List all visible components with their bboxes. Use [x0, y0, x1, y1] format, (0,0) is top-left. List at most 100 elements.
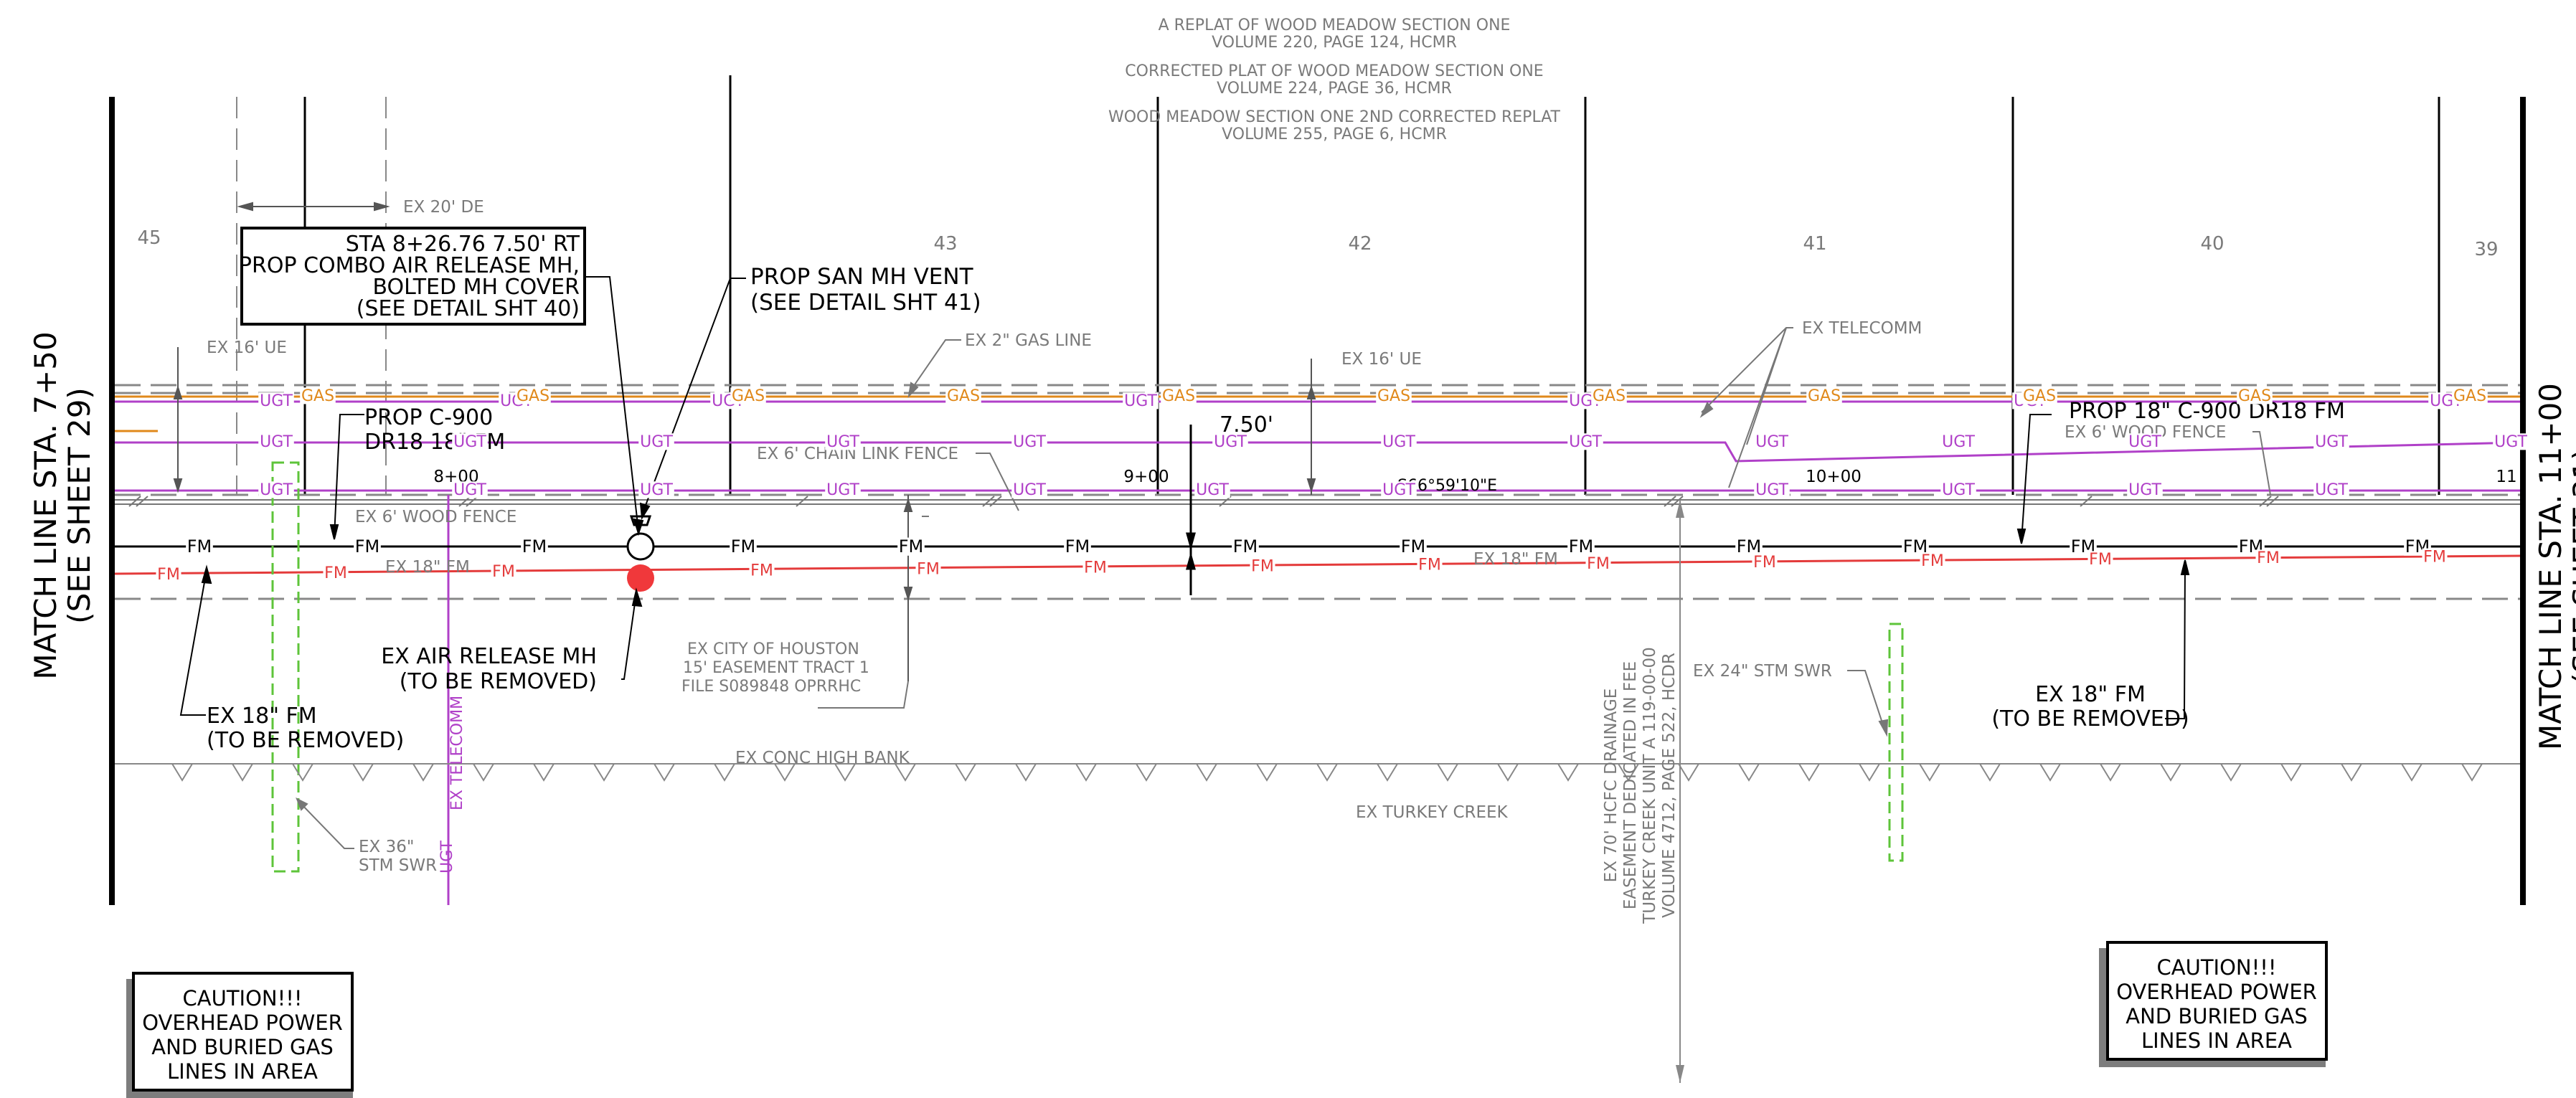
- line-tag: GAS: [301, 387, 334, 405]
- ex-18-fm-label-1: EX 18" FM: [385, 558, 470, 577]
- line-tag: FM: [731, 536, 756, 557]
- line-tag: UGT: [640, 433, 673, 451]
- line-tag: FM: [2423, 548, 2446, 566]
- line-tag-knockout: [2255, 549, 2281, 567]
- line-tag: UGT: [826, 433, 859, 451]
- line-tag: UGT: [2315, 433, 2348, 451]
- plat-note-2-line-2: VOLUME 224, PAGE 36, HCMR: [1217, 80, 1452, 98]
- line-tag-knockout: [825, 481, 861, 498]
- line-tag: FM: [1251, 558, 1274, 576]
- line-tag-knockout: [2237, 387, 2273, 404]
- line-tag: UGT: [2494, 433, 2527, 451]
- line-tag-knockout: [1011, 481, 1047, 498]
- line-tag-knockout: [1194, 481, 1230, 498]
- line-tag-knockout: [1381, 481, 1417, 498]
- gray-leaders: [296, 327, 2271, 849]
- bank-tick: [2160, 763, 2181, 782]
- line-tag-knockout: [300, 387, 336, 404]
- line-tag-knockout: [2127, 481, 2163, 498]
- line-tag-knockout: [1212, 433, 1248, 450]
- caution-frame: [2106, 941, 2328, 1061]
- fence-line: [115, 499, 2520, 505]
- storm-sewers: [271, 461, 1904, 873]
- ex-air-release-line-1: EX AIR RELEASE MH: [381, 644, 597, 669]
- line-tag-knockout: [749, 562, 775, 579]
- ex-16-ue-left-label: EX 16' UE: [207, 339, 287, 357]
- ex-air-release-line-2: (TO BE REMOVED): [400, 669, 597, 694]
- line-tag: UGT: [453, 481, 486, 499]
- ex-fm-left-line-2: (TO BE REMOVED): [207, 728, 404, 753]
- line-tag: FM: [1753, 554, 1776, 572]
- ex-20-de-arrow: [237, 202, 390, 212]
- line-tag-knockout: [638, 433, 674, 450]
- bank-tick: [1798, 763, 1820, 782]
- line-tag: UGT: [826, 481, 859, 499]
- dimension-arrows: [173, 347, 1316, 681]
- lot-number: 42: [1348, 233, 1372, 255]
- line-tag: UGT: [1124, 392, 1157, 410]
- caution-box-left: CAUTION!!! OVERHEAD POWER AND BURIED GAS…: [126, 972, 354, 1098]
- city-easement-line-2: 15' EASEMENT TRACT 1: [683, 659, 869, 677]
- match-left-line-1: MATCH LINE STA. 7+50: [28, 331, 63, 679]
- caution-line-3: AND BURIED GAS: [2126, 1004, 2308, 1028]
- bank-tick: [774, 763, 796, 782]
- line-tag: FM: [2257, 549, 2280, 567]
- line-tag-knockout: [1417, 557, 1443, 574]
- line-tag-knockout: [897, 537, 925, 556]
- bank-tick: [2341, 763, 2362, 782]
- ex-36-stm-label-2: STM SWR: [359, 856, 437, 875]
- line-tag-knockout: [1752, 554, 1778, 571]
- callout-line-1: STA 8+26.76 7.50' RT: [346, 232, 580, 257]
- existing-labels: EX 20' DE EX 16' UE EX 16' UE EX 2" GAS …: [207, 198, 2226, 875]
- ex-18-fm-label-2: EX 18" FM: [1473, 550, 1558, 569]
- air-release-callout: STA 8+26.76 7.50' RT PROP COMBO AIR RELE…: [239, 227, 586, 326]
- line-tag: FM: [1401, 536, 1426, 557]
- line-tag: GAS: [1162, 387, 1195, 405]
- bank-tick: [654, 763, 675, 782]
- line-tag-knockout: [156, 566, 181, 583]
- match-line-right-label: MATCH LINE STA. 11+00 (SEE SHEET 31): [2533, 383, 2576, 750]
- caution-line-3: AND BURIED GAS: [151, 1035, 334, 1059]
- line-tag-knockout: [258, 481, 294, 498]
- line-tag-knockout: [1123, 392, 1159, 410]
- ex-36-stm-label-1: EX 36": [359, 838, 414, 856]
- caution-line-2: OVERHEAD POWER: [142, 1011, 343, 1035]
- line-tag-knockout: [1011, 433, 1047, 450]
- vent-callout: PROP SAN MH VENT (SEE DETAIL SHT 41): [750, 264, 981, 316]
- line-tags: UGTUGTUGTUGTUGTUGTUGTGASGASGASGASGASGASG…: [156, 387, 2529, 584]
- line-tag: UGT: [260, 433, 293, 451]
- bank-tick: [1919, 763, 1940, 782]
- line-tag: UGT: [1013, 433, 1046, 451]
- caution-line-2: OVERHEAD POWER: [2116, 980, 2317, 1004]
- bank-tick: [895, 763, 916, 782]
- bank-tick: [1618, 763, 1639, 782]
- line-tag: GAS: [2453, 387, 2486, 405]
- line-tag-knockout: [1735, 537, 1763, 556]
- city-easement-label: EX CITY OF HOUSTON 15' EASEMENT TRACT 1 …: [681, 640, 869, 696]
- line-tag: FM: [899, 536, 924, 557]
- line-tag-knockout: [2422, 548, 2448, 565]
- bank-tick: [1557, 763, 1579, 782]
- ex-fm-right-line-2: (TO BE REMOVED): [1991, 706, 2189, 732]
- lot-number: 43: [933, 233, 957, 255]
- line-tag-knockout: [521, 537, 548, 556]
- line-tag: UGT: [1214, 433, 1247, 451]
- bank-tick: [1678, 763, 1699, 782]
- bank-tick: [1136, 763, 1157, 782]
- line-tag-knockout: [2127, 433, 2163, 450]
- line-tag-knockout: [452, 433, 488, 450]
- line-tag-knockout: [945, 387, 981, 404]
- line-tag-knockout: [1381, 433, 1417, 450]
- line-tag-knockout: [515, 387, 551, 404]
- bank-tick: [1979, 763, 2001, 782]
- line-tag: UGT: [453, 433, 486, 451]
- callout-line-2: PROP COMBO AIR RELEASE MH,: [239, 253, 580, 278]
- callout-line-4: (SEE DETAIL SHT 40): [357, 296, 580, 321]
- line-tag: FM: [1418, 557, 1441, 574]
- bank-tick: [955, 763, 976, 782]
- ex-fm-left-callout: EX 18" FM (TO BE REMOVED): [207, 704, 404, 753]
- bank-tick: [2401, 763, 2422, 782]
- line-tag-knockout: [2087, 551, 2113, 568]
- line-tag-knockout: [2493, 433, 2529, 450]
- line-tag: UGT: [1755, 481, 1788, 499]
